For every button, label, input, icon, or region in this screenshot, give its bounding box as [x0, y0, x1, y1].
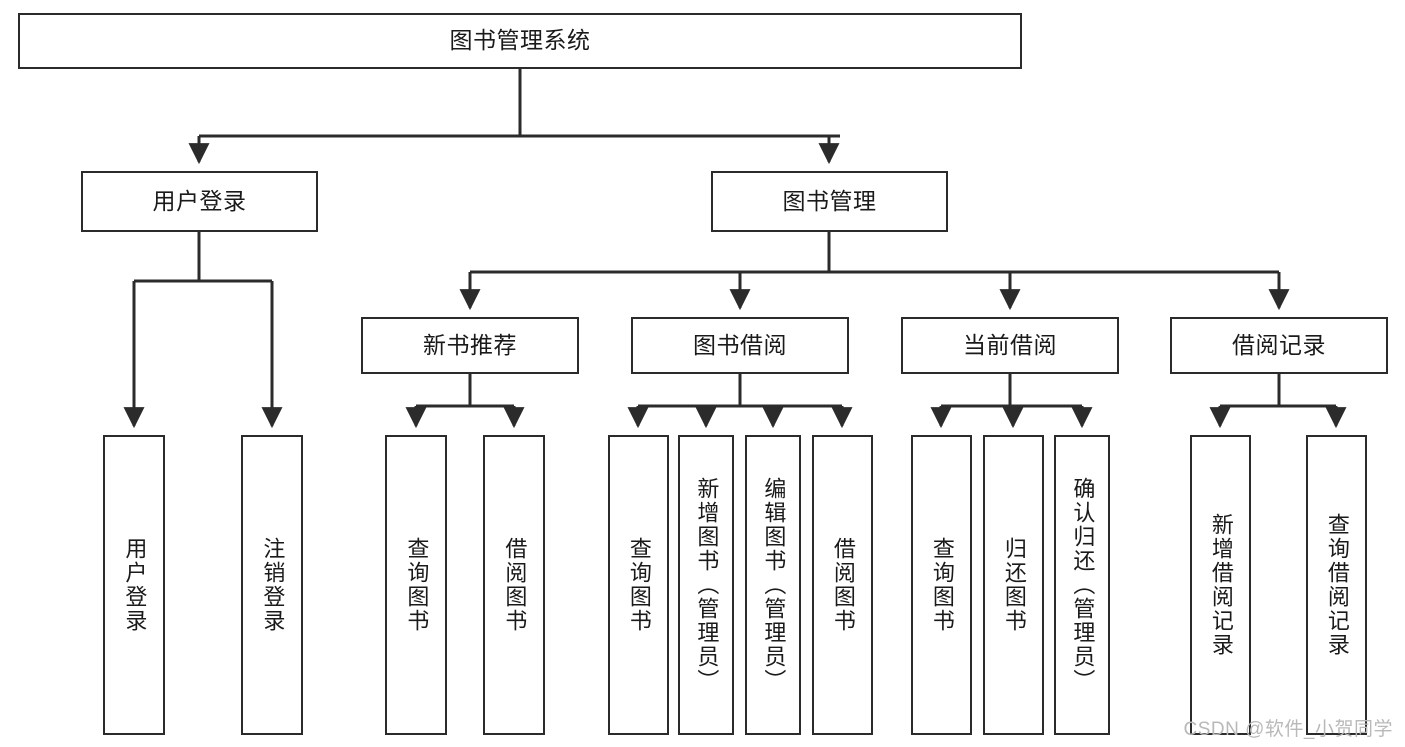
node-leaf-logout-label: 注销登录 — [260, 537, 286, 633]
node-book-manage[interactable]: 图书管理 — [711, 171, 948, 232]
node-user-login[interactable]: 用户登录 — [81, 171, 318, 232]
node-leaf-return-book-label: 归还图书 — [1001, 537, 1027, 633]
node-current-borrow-label: 当前借阅 — [963, 331, 1057, 358]
node-book-manage-label: 图书管理 — [782, 187, 877, 214]
node-leaf-edit-book[interactable]: 编辑图书（管理员） — [745, 435, 801, 735]
node-leaf-user-login-label: 用户登录 — [122, 537, 148, 633]
node-leaf-query-book-1-label: 查询图书 — [404, 537, 430, 633]
node-leaf-query-book-1[interactable]: 查询图书 — [385, 435, 447, 735]
node-leaf-add-record-label: 新增借阅记录 — [1208, 513, 1234, 657]
node-leaf-query-book-3-label: 查询图书 — [929, 537, 955, 633]
node-book-borrow-label: 图书借阅 — [693, 331, 787, 358]
node-leaf-query-book-3[interactable]: 查询图书 — [911, 435, 972, 735]
node-borrow-record[interactable]: 借阅记录 — [1170, 317, 1388, 374]
node-new-book-recommend[interactable]: 新书推荐 — [361, 317, 579, 374]
node-leaf-borrow-book-2-label: 借阅图书 — [830, 537, 856, 633]
node-leaf-add-book-label: 新增图书（管理员） — [694, 477, 720, 693]
node-leaf-add-record[interactable]: 新增借阅记录 — [1190, 435, 1251, 735]
node-leaf-confirm-return[interactable]: 确认归还（管理员） — [1054, 435, 1110, 735]
node-leaf-borrow-book-2[interactable]: 借阅图书 — [812, 435, 873, 735]
node-leaf-query-record-label: 查询借阅记录 — [1324, 513, 1350, 657]
node-leaf-borrow-book-1-label: 借阅图书 — [502, 537, 528, 633]
node-leaf-query-record[interactable]: 查询借阅记录 — [1306, 435, 1367, 735]
node-new-book-recommend-label: 新书推荐 — [423, 331, 517, 358]
node-current-borrow[interactable]: 当前借阅 — [901, 317, 1119, 374]
node-leaf-query-book-2[interactable]: 查询图书 — [608, 435, 669, 735]
node-root[interactable]: 图书管理系统 — [18, 13, 1022, 69]
node-leaf-edit-book-label: 编辑图书（管理员） — [761, 477, 787, 693]
node-borrow-record-label: 借阅记录 — [1232, 331, 1326, 358]
node-user-login-label: 用户登录 — [152, 187, 247, 214]
csdn-watermark: CSDN @软件_小贺同学 — [1183, 719, 1393, 740]
node-leaf-user-login[interactable]: 用户登录 — [103, 435, 165, 735]
node-root-label: 图书管理系统 — [449, 27, 591, 54]
node-leaf-query-book-2-label: 查询图书 — [626, 537, 652, 633]
node-leaf-confirm-return-label: 确认归还（管理员） — [1070, 477, 1096, 693]
node-leaf-add-book[interactable]: 新增图书（管理员） — [678, 435, 734, 735]
node-leaf-borrow-book-1[interactable]: 借阅图书 — [483, 435, 545, 735]
node-leaf-logout[interactable]: 注销登录 — [241, 435, 303, 735]
node-leaf-return-book[interactable]: 归还图书 — [983, 435, 1044, 735]
node-book-borrow[interactable]: 图书借阅 — [631, 317, 849, 374]
